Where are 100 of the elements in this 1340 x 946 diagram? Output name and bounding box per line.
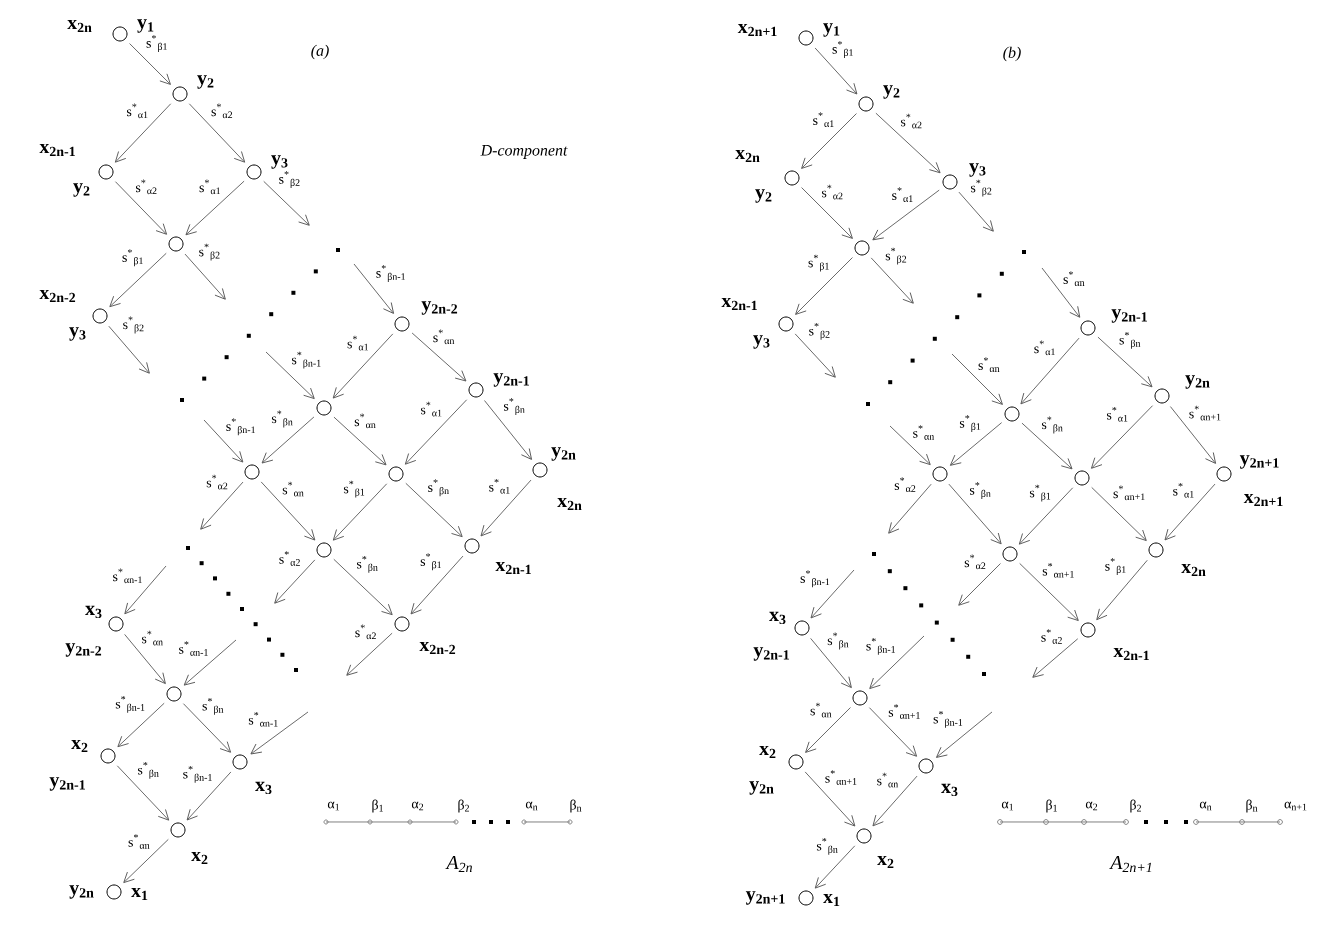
arrow — [949, 422, 1003, 466]
arrow — [200, 481, 244, 530]
vertex-circle — [1080, 622, 1096, 638]
vertex-label: y$_{1}$ — [137, 19, 154, 33]
vertex-label: y$_{2n-1}$ — [1111, 309, 1147, 323]
arrow — [353, 263, 395, 314]
arrow — [1018, 487, 1074, 545]
vertex-circle — [246, 164, 262, 180]
vertex-circle — [1002, 546, 1018, 562]
vertex-circle — [532, 462, 548, 478]
vertex-circle — [1216, 466, 1232, 482]
arrow — [958, 563, 1001, 606]
vertex-circle — [112, 26, 128, 42]
arrow — [116, 765, 170, 821]
arrow — [936, 711, 993, 758]
arrow — [1032, 638, 1079, 678]
vertex-circle — [388, 466, 404, 482]
arrow — [263, 180, 310, 226]
arrow — [1019, 562, 1079, 621]
vertex-circle — [854, 240, 870, 256]
vertex-circle — [778, 316, 794, 332]
vertex-circle — [172, 86, 188, 102]
vertex-label: y$_{2n}$ — [551, 447, 576, 461]
vertex-label: x$_{2n+1}$ — [737, 23, 777, 37]
vertex-circle — [932, 466, 948, 482]
arrow — [117, 702, 165, 748]
arrow — [801, 187, 853, 239]
arrow — [410, 555, 464, 615]
arrow — [1091, 486, 1147, 541]
vertex-label: y$_{2n-2}$ — [65, 643, 102, 657]
vertex-label: y$_{2n+1}$ — [745, 891, 785, 905]
vertex-circle — [1148, 542, 1164, 558]
arrow — [1096, 559, 1148, 621]
vertex-label: x$_{2}$ — [71, 739, 88, 753]
vertex-label: y$_{3}$ — [69, 327, 86, 341]
arrow — [123, 838, 169, 884]
vertex-circle — [858, 96, 874, 112]
vertex-circle — [1004, 406, 1020, 422]
arrow — [332, 333, 394, 399]
vertex-circle — [98, 164, 114, 180]
vertex-circle — [232, 754, 248, 770]
vertex-circle — [942, 174, 958, 190]
vertex-label: y$_{3}$ — [969, 163, 986, 177]
arrow — [868, 707, 918, 757]
arrow — [346, 632, 393, 676]
vertex-circle — [794, 620, 810, 636]
vertex-label: y$_{2n-1}$ — [493, 373, 529, 387]
arrow — [182, 703, 232, 753]
vertex-label: x$_{3}$ — [85, 605, 102, 619]
vertex-circle — [798, 30, 814, 46]
vertex-circle — [1080, 320, 1096, 336]
vertex-label: y$_{2n}$ — [69, 885, 94, 899]
vertex-circle — [394, 316, 410, 332]
vertex-circle — [100, 748, 116, 764]
vertex-circle — [316, 542, 332, 558]
ellipsis-dots — [186, 546, 298, 672]
arrow — [948, 483, 1002, 545]
arrow — [265, 351, 315, 400]
arrow — [810, 637, 852, 689]
arrow — [404, 399, 468, 465]
arrow — [411, 332, 467, 382]
vertex-label: y$_{2n-1}$ — [49, 777, 85, 791]
arrow — [109, 252, 167, 308]
ellipsis-dots — [180, 248, 340, 402]
arrow — [810, 569, 855, 619]
arrow — [261, 416, 315, 464]
vertex-label: x$_{2}$ — [759, 745, 776, 759]
vertex-label: y$_{2n}$ — [749, 781, 774, 795]
vertex-circle — [1154, 388, 1170, 404]
vertex-circle — [92, 308, 108, 324]
arrow — [124, 633, 166, 685]
arrow — [184, 253, 226, 300]
vertex-circle — [170, 822, 186, 838]
arrow — [805, 707, 851, 753]
arrow — [872, 189, 940, 241]
vertex-circle — [856, 828, 872, 844]
vertex-label: y$_{2}$ — [73, 183, 90, 197]
arrow — [1097, 336, 1153, 388]
arrow — [274, 559, 316, 604]
vertex-circle — [852, 690, 868, 706]
vertex-label: y$_{3}$ — [271, 155, 288, 169]
diagram-name: A$_{2n+1}$ — [1109, 855, 1152, 873]
arrow — [1169, 406, 1217, 464]
vertex-circle — [468, 382, 484, 398]
vertex-label: x$_{2n-2}$ — [39, 289, 76, 303]
arrow — [875, 112, 941, 174]
vertex-label: x$_{2}$ — [191, 851, 208, 865]
arrow — [795, 257, 853, 315]
arrow — [250, 711, 309, 755]
vertex-label: y$_{2}$ — [883, 85, 900, 99]
arrow — [804, 771, 856, 827]
arrow — [114, 103, 172, 163]
arrow — [183, 639, 237, 686]
arrow — [889, 425, 931, 466]
arrow — [333, 558, 393, 616]
vertex-label: x$_{2n-1}$ — [721, 297, 757, 311]
arrow — [332, 483, 388, 541]
vertex-circle — [464, 538, 480, 554]
arrow — [203, 419, 244, 463]
arrow — [958, 191, 994, 232]
